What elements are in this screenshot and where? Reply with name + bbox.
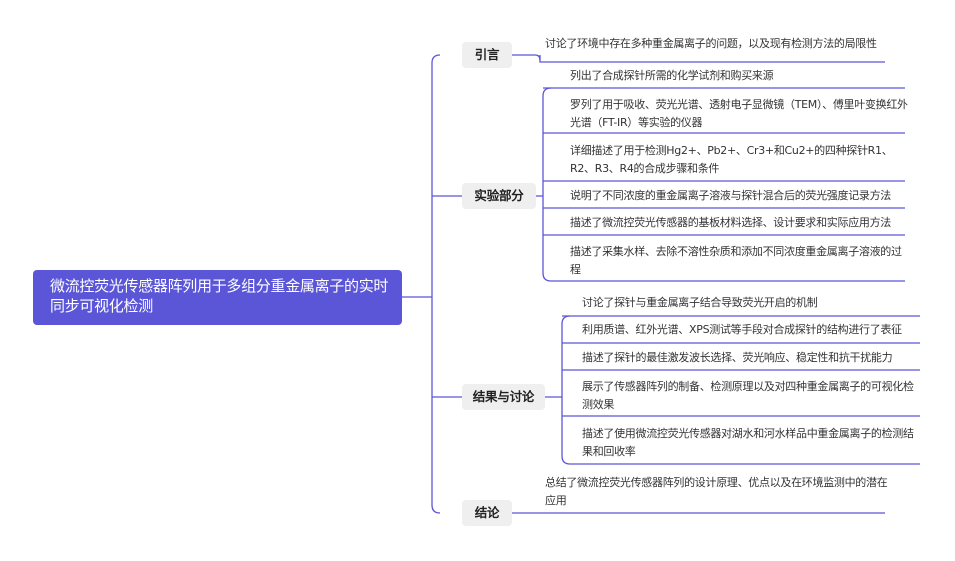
section-label: 实验部分 bbox=[474, 188, 524, 203]
leaf-res-1[interactable]: 讨论了探针与重金属离子结合导致荧光开启的机制 bbox=[582, 296, 818, 309]
leaf-conclusion-1[interactable]: 总结了微流控荧光传感器阵列的设计原理、优点以及在环境监测中的潜在应用 bbox=[545, 476, 888, 507]
leaf-res-3[interactable]: 描述了探针的最佳激发波长选择、荧光响应、稳定性和抗干扰能力 bbox=[582, 351, 893, 364]
section-results-discussion[interactable]: 结果与讨论 bbox=[462, 384, 545, 410]
leaf-res-5[interactable]: 描述了使用微流控荧光传感器对湖水和河水样品中重金属离子的检测结果和回收率 bbox=[582, 427, 914, 458]
leaf-exp-6[interactable]: 描述了采集水样、去除不溶性杂质和添加不同浓度重金属离子溶液的过程 bbox=[570, 245, 902, 276]
leaf-res-4[interactable]: 展示了传感器阵列的制备、检测原理以及对四种重金属离子的可视化检测效果 bbox=[582, 380, 914, 411]
leaf-exp-5[interactable]: 描述了微流控荧光传感器的基板材料选择、设计要求和实际应用方法 bbox=[570, 216, 891, 229]
section-experimental[interactable]: 实验部分 bbox=[462, 183, 536, 209]
section-conclusion[interactable]: 结论 bbox=[462, 500, 512, 526]
leaf-exp-4[interactable]: 说明了不同浓度的重金属离子溶液与探针混合后的荧光强度记录方法 bbox=[570, 189, 891, 202]
section-intro[interactable]: 引言 bbox=[462, 42, 512, 68]
root-title: 微流控荧光传感器阵列用于多组分重金属离子的实时同步可视化检测 bbox=[50, 277, 389, 315]
leaf-exp-1[interactable]: 列出了合成探针所需的化学试剂和购买来源 bbox=[570, 69, 774, 82]
leaf-exp-3[interactable]: 详细描述了用于检测Hg2+、Pb2+、Cr3+和Cu2+的四种探针R1、R2、R… bbox=[570, 144, 893, 175]
leaf-intro-1[interactable]: 讨论了环境中存在多种重金属离子的问题，以及现有检测方法的局限性 bbox=[545, 37, 877, 50]
root-topic[interactable]: 微流控荧光传感器阵列用于多组分重金属离子的实时同步可视化检测 bbox=[33, 270, 402, 325]
leaf-exp-2[interactable]: 罗列了用于吸收、荧光光谱、透射电子显微镜（TEM）、傅里叶变换红外光谱（FT-I… bbox=[570, 98, 908, 129]
section-label: 结果与讨论 bbox=[472, 389, 535, 404]
section-label: 结论 bbox=[474, 505, 500, 520]
section-label: 引言 bbox=[474, 47, 500, 62]
leaf-res-2[interactable]: 利用质谱、红外光谱、XPS测试等手段对合成探针的结构进行了表征 bbox=[582, 323, 902, 336]
